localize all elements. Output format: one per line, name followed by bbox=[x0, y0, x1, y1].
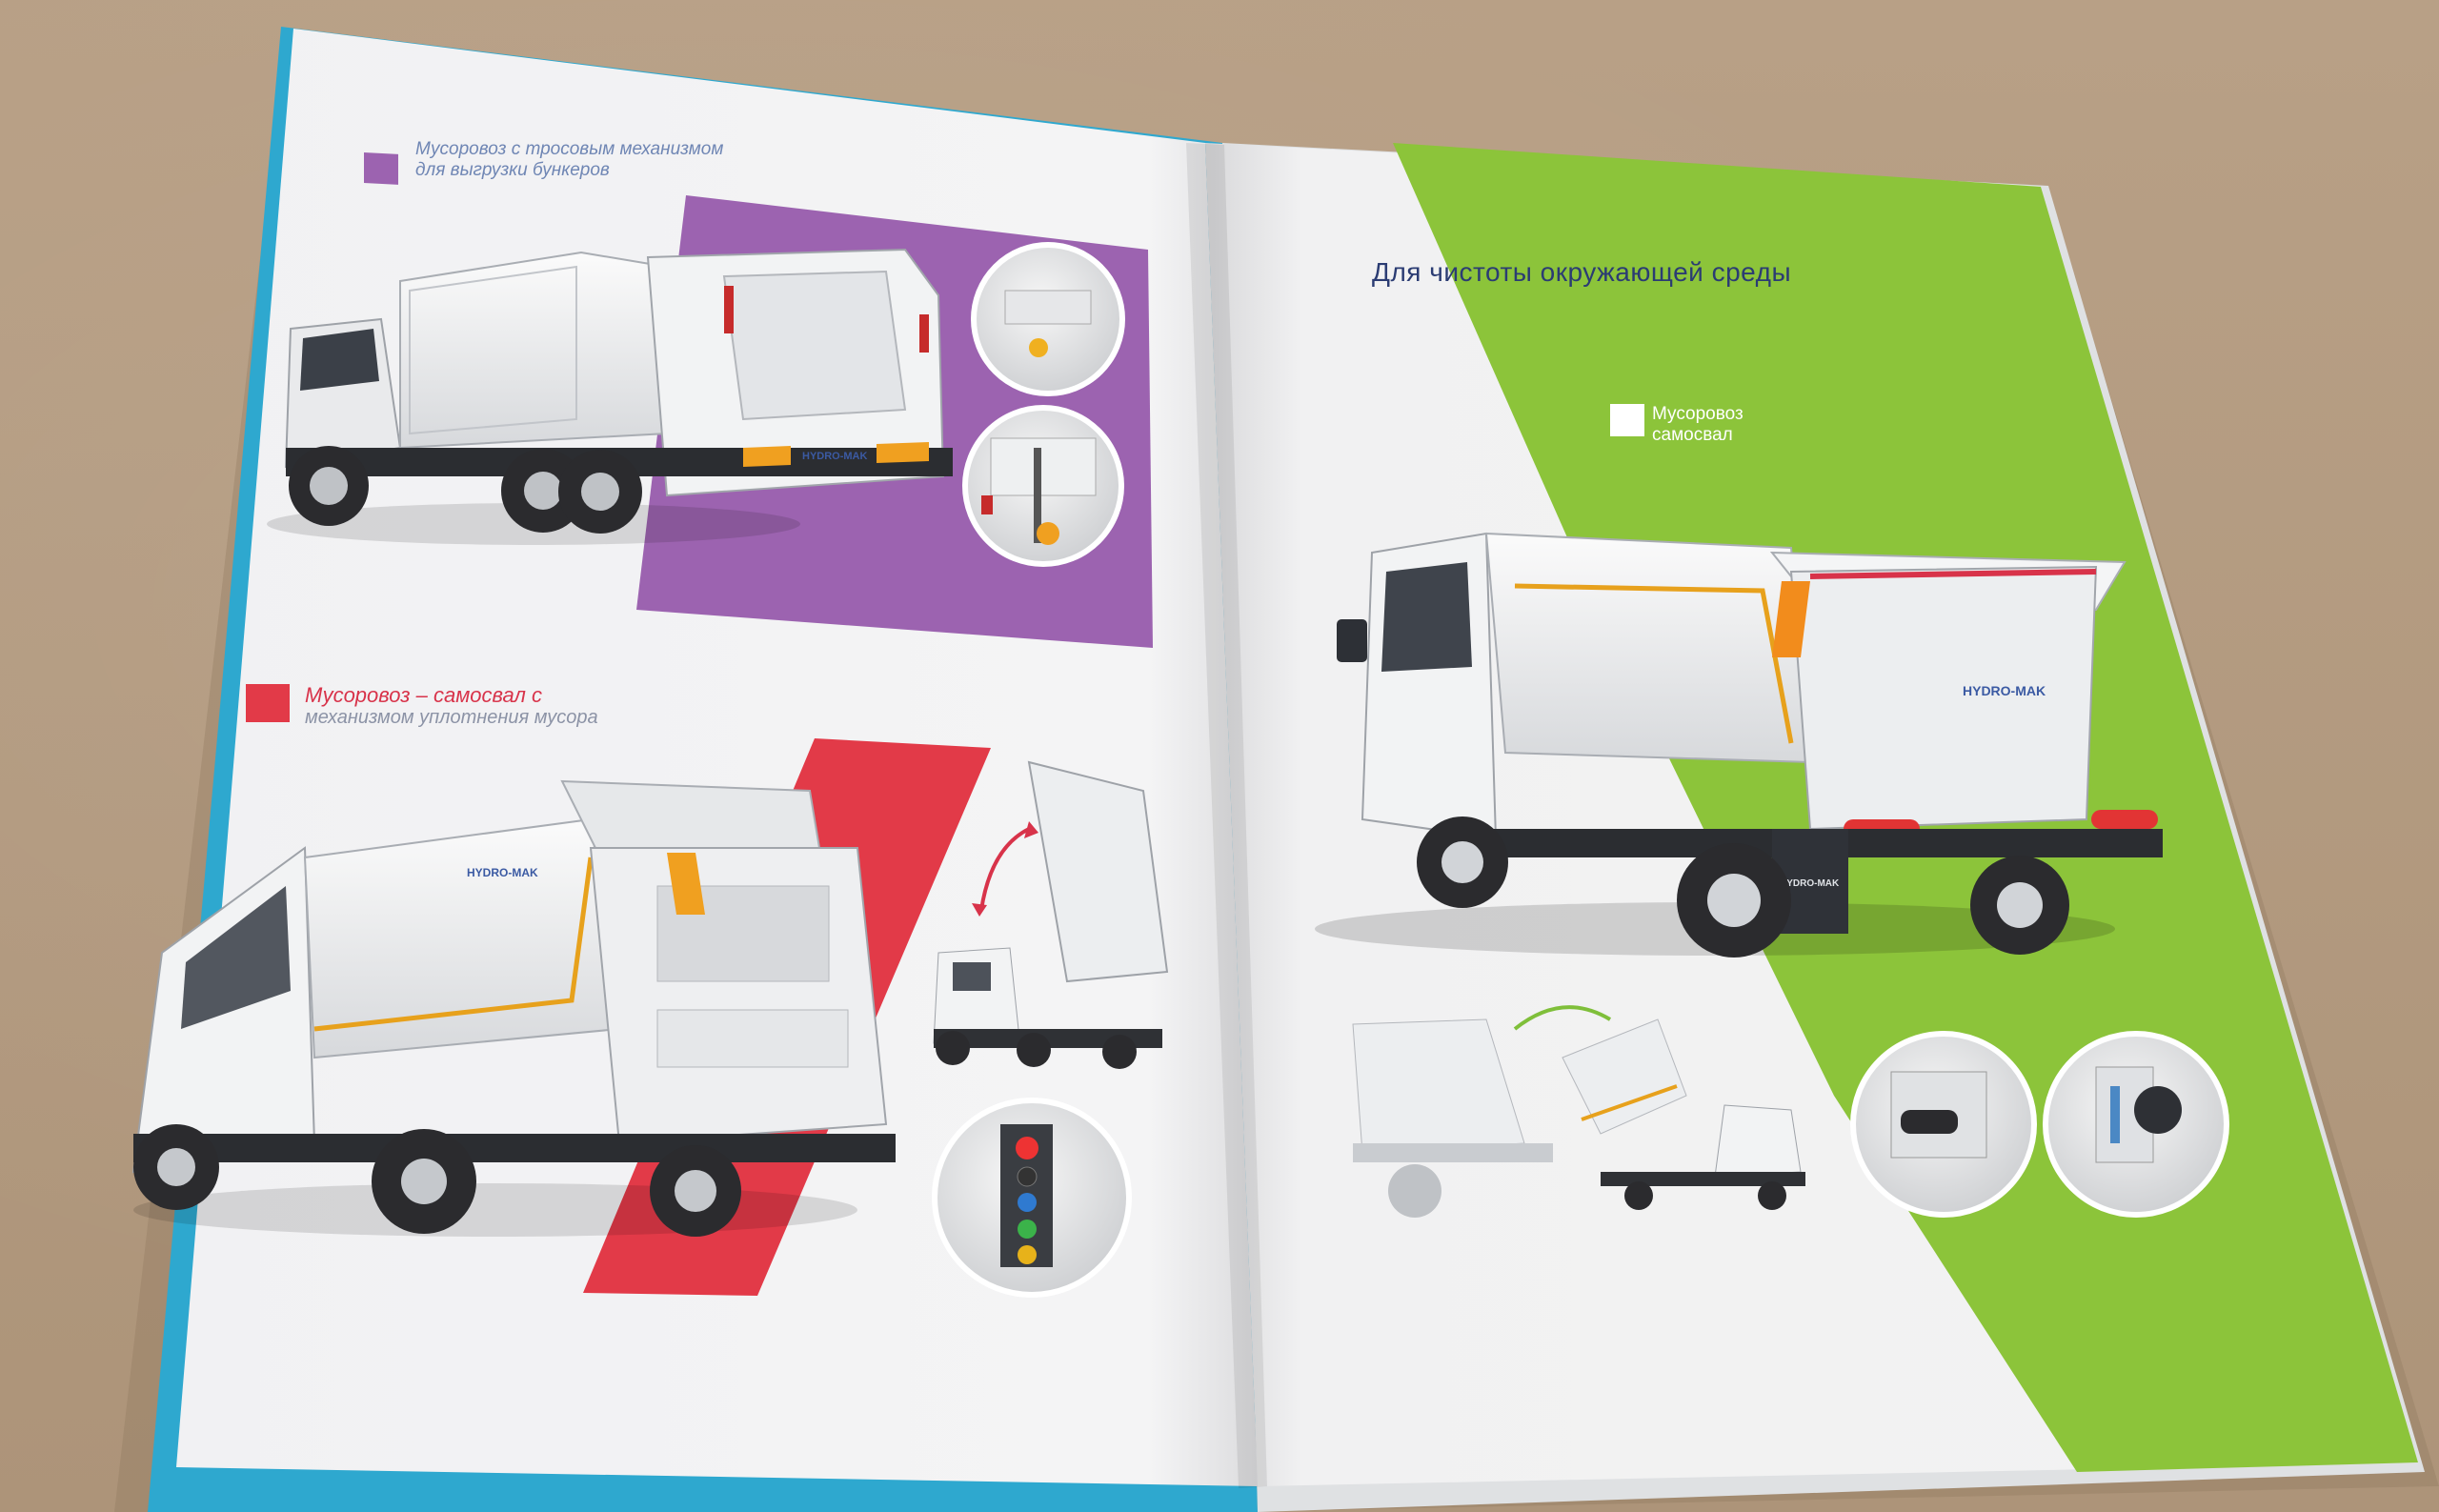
caption-compactor-tipper-line-2: механизмом уплотнения мусора bbox=[305, 707, 598, 729]
svg-text:HYDRO-MAK: HYDRO-MAK bbox=[1780, 878, 1840, 889]
brand-logo-text: HYDRO-MAK bbox=[1963, 683, 2046, 698]
caption-compactor-tipper-line-1: Мусоровоз – самосвал с bbox=[305, 683, 543, 707]
truck-rear-loader: HYDRO-MAK bbox=[267, 248, 953, 545]
transfer-illustration bbox=[1352, 1005, 1805, 1218]
caption-compactor-tipper: Мусоровоз – самосвал с механизмом уплотн… bbox=[305, 683, 598, 729]
caption-tipper-line-2: самосвал bbox=[1652, 424, 1733, 445]
brand-logo-text: HYDRO-MAK bbox=[467, 866, 538, 879]
red-square bbox=[246, 684, 290, 722]
purple-square bbox=[364, 152, 398, 185]
caption-tipper-line-1: Мусоровоз bbox=[1652, 404, 1744, 424]
truck-tipping-illustration bbox=[933, 760, 1169, 1069]
caption-cable-truck-line-1: Мусоровоз с тросовым механизмом bbox=[415, 139, 724, 159]
truck-small-tipper: HYDRO-MAK HYDRO-MAK bbox=[1315, 532, 2163, 958]
caption-cable-truck-line-2: для выгрузки бункеров bbox=[415, 159, 610, 180]
caption-tipper: Мусоровоз самосвал bbox=[1652, 404, 1744, 446]
control-buttons bbox=[1000, 1124, 1053, 1267]
right-page-heading: Для чистоты окружающей среды bbox=[1372, 257, 1792, 287]
caption-cable-truck: Мусоровоз с тросовым механизмом для выгр… bbox=[415, 139, 723, 181]
white-square bbox=[1610, 404, 1644, 436]
truck-compactor-tipper: HYDRO-MAK bbox=[131, 779, 896, 1237]
brand-logo-text: HYDRO-MAK bbox=[802, 451, 867, 462]
